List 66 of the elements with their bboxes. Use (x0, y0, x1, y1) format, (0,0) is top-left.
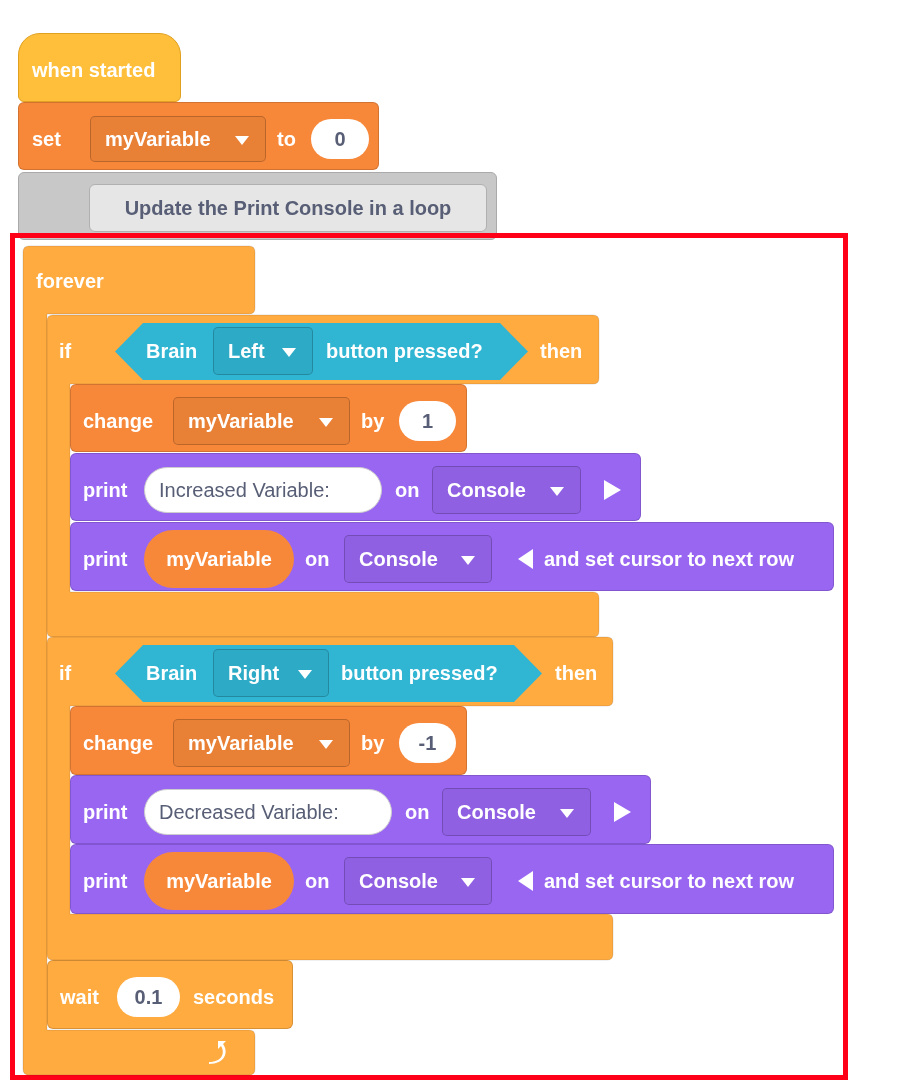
command-block (70, 844, 834, 914)
block-label: Brain (146, 662, 198, 684)
text-input: Increased Variable: (144, 467, 382, 513)
block-label: print (83, 548, 128, 570)
command-block (70, 522, 834, 591)
dropdown-text: myVariable (188, 410, 294, 432)
block-label: on (305, 548, 330, 570)
block-label: print (83, 479, 128, 501)
block-label: set (32, 128, 61, 150)
block-label: when started (32, 59, 156, 81)
block-label: then (555, 662, 598, 684)
text-input: Decreased Variable: (144, 789, 392, 835)
block-label: and set cursor to next row (544, 548, 795, 570)
block-label: button pressed? (326, 340, 483, 362)
command-block (70, 384, 467, 452)
dropdown-menu (90, 116, 266, 162)
dropdown-menu (432, 466, 581, 514)
command-block (47, 960, 293, 1029)
command-block (18, 102, 379, 170)
number-input: -1 (399, 723, 456, 763)
block-label: and set cursor to next row (544, 870, 795, 892)
block-label: on (305, 870, 330, 892)
dropdown-menu (344, 535, 492, 583)
command-block (70, 775, 651, 844)
dropdown-menu (344, 857, 492, 905)
block-label: Brain (146, 340, 198, 362)
variable-reporter: myVariable (144, 530, 294, 588)
block-label: change (83, 732, 154, 754)
command-block (70, 453, 641, 521)
dropdown-text: Console (457, 801, 536, 823)
dropdown-menu (213, 327, 313, 375)
dropdown-text: Console (447, 479, 526, 501)
hat-block (18, 33, 181, 102)
dropdown-text: Right (228, 662, 280, 684)
block-label: by (361, 410, 385, 432)
number-input: 0 (311, 119, 369, 159)
dropdown-menu (213, 649, 329, 697)
dropdown-text: myVariable (188, 732, 294, 754)
dropdown-text: Left (228, 340, 265, 362)
dropdown-text: myVariable (105, 128, 211, 150)
comment-block (18, 172, 497, 240)
number-input: 1 (399, 401, 456, 441)
dropdown-text: Console (359, 548, 438, 570)
block-label: by (361, 732, 385, 754)
dropdown-menu (173, 719, 350, 767)
command-block (70, 706, 467, 775)
block-label: print (83, 870, 128, 892)
block-label: seconds (193, 986, 275, 1008)
block-label: on (395, 479, 420, 501)
variable-reporter: myVariable (144, 852, 294, 910)
block-label: to (277, 128, 296, 150)
block-label: on (405, 801, 430, 823)
dropdown-text: Console (359, 870, 438, 892)
highlight-frame (10, 233, 848, 1080)
block-label: if (59, 340, 72, 362)
block-label: forever (36, 270, 104, 292)
comment-text: Update the Print Console in a loop (89, 184, 487, 232)
dropdown-menu (173, 397, 350, 445)
block-label: if (59, 662, 72, 684)
block-label: change (83, 410, 154, 432)
number-input: 0.1 (117, 977, 180, 1017)
block-label: then (540, 340, 583, 362)
block-label: wait (60, 986, 99, 1008)
dropdown-menu (442, 788, 591, 836)
block-label: print (83, 801, 128, 823)
block-label: button pressed? (341, 662, 498, 684)
